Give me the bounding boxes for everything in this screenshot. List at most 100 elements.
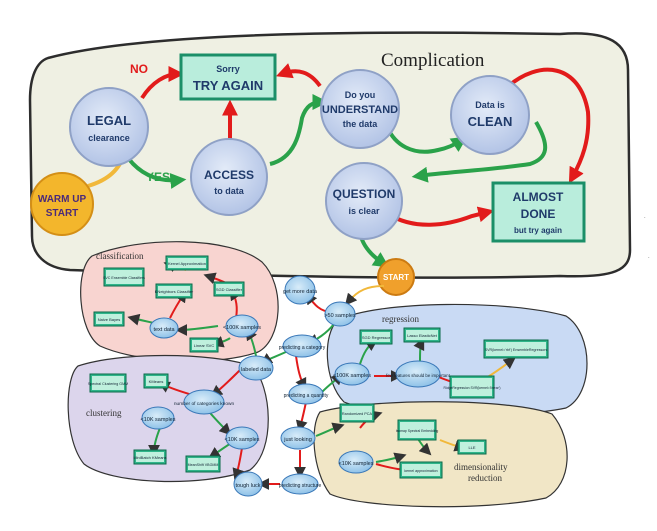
svg-text:Do you: Do you [345,90,376,100]
svg-text:predicting structure: predicting structure [279,483,322,489]
decision-predicting-category: predicting a category [279,334,326,358]
region-label-clustering: clustering [86,408,122,418]
estimator-randomized-pca: Randomized PCA [339,403,375,423]
svg-text:UNDERSTAND: UNDERSTAND [322,104,398,116]
estimator-isomap-spectral: Isomap Spectral Embedding [396,419,439,441]
estimator-linear-svc: Linear SVC [189,337,219,353]
svg-text:labeled data: labeled data [241,367,272,373]
estimator-kneighbors: KNeighbors Classifier [155,283,194,299]
decision-10k-samples-cluster-a: <10K samples [140,406,176,430]
svg-text:ACCESS: ACCESS [204,168,254,182]
svg-text:START: START [383,273,409,282]
region-dim-reduction [313,401,568,508]
svg-text:<100K samples: <100K samples [223,325,261,331]
svg-text:MeanShift VBGMM: MeanShift VBGMM [188,463,219,467]
panel-title: Complication [381,50,485,71]
svg-text:QUESTION: QUESTION [333,187,396,201]
decision-few-features: few features should be important [386,360,451,388]
decision-tough-luck: tough luck [233,471,263,497]
svg-text:MiniBatch KMeans: MiniBatch KMeans [133,455,166,460]
svg-text:Sorry: Sorry [216,64,240,74]
estimator-kmeans: KMeans [143,373,169,389]
arrow-access-to-understand [269,94,329,166]
svg-text:SVR(kernel='rbf') EnsembleRegr: SVR(kernel='rbf') EnsembleRegressors [485,348,548,352]
try-again-box: Sorry TRY AGAIN [179,53,277,101]
edge-label-no: NO [130,62,148,76]
decision-nodes: get more data >50 samples predicting a c… [140,275,451,497]
svg-text:KNeighbors Classifier: KNeighbors Classifier [155,289,194,294]
stray-mark: . [648,254,650,260]
question-clear-node: QUESTION is clear [325,162,403,240]
estimator-ridge-svr-linear: RidgeRegression SVR(kernel='linear') [444,375,500,399]
svg-text:predicting a quantity: predicting a quantity [284,393,329,399]
stray-mark: . [644,214,646,220]
svg-text:SGD Regressor: SGD Regressor [362,335,391,340]
svg-text:Linear SVC: Linear SVC [194,343,215,348]
access-to-data-node: ACCESS to data [190,138,268,216]
svg-text:>50 samples: >50 samples [324,313,356,319]
region-label-reduction: reduction [468,473,502,483]
warmup-start-node: WARM UP START [30,172,94,236]
almost-done-box: ALMOST DONE but try again [491,181,586,243]
arrow-clean-to-almostdone [504,67,591,184]
arrow-legal-no [140,66,185,100]
svg-text:to data: to data [214,186,244,196]
estimator-spectral-gmm: Spectral Clustering GMM [88,373,128,393]
arrow-legal-yes [126,156,187,189]
svg-text:DONE: DONE [521,207,556,221]
data-clean-node: Data is CLEAN [450,75,530,155]
estimator-naive-bayes: Naive Bayes [93,311,125,327]
svg-text:tough luck: tough luck [235,483,260,489]
svg-text:START: START [46,208,79,219]
svg-text:number of categories known: number of categories known [174,401,235,407]
understand-data-node: Do you UNDERSTAND the data [320,69,400,149]
svg-text:ALMOST: ALMOST [513,190,564,204]
region-regression [326,303,588,416]
decision-10k-samples-dim: <10K samples [338,450,374,474]
svg-text:few features should be importa: few features should be important [386,373,450,378]
svg-text:get more data: get more data [283,289,318,295]
legal-clearance-node: LEGAL clearance [69,87,149,167]
estimator-kernel-approx-dim: kernel approximation [399,461,443,479]
estimator-sgd-classifier: SGD Classifier [213,281,245,297]
estimator-meanshift-vbgmm: MeanShift VBGMM [185,455,221,473]
svg-text:TRY AGAIN: TRY AGAIN [193,78,263,93]
edge-label-yes: YES [146,170,170,184]
svg-text:the data: the data [343,119,379,129]
svg-text:CLEAN: CLEAN [468,114,513,129]
svg-text:Kernel Approximation: Kernel Approximation [168,261,206,266]
svg-text:Data is: Data is [475,100,505,110]
svg-text:SVC Ensemble Classifiers: SVC Ensemble Classifiers [103,276,145,280]
arrow-understand-to-clean [384,123,468,154]
estimator-sgd-regressor: SGD Regressor [359,329,393,345]
region-label-regression: regression [382,314,419,324]
svg-text:SGD Classifier: SGD Classifier [216,287,243,292]
svg-text:<10K samples: <10K samples [140,417,175,423]
decision-100k-samples-regr: <100K samples [333,362,371,386]
decision-labeled-data: labeled data [238,355,274,381]
arrow-clean-to-question [411,120,547,183]
decision-predicting-quantity: predicting a quantity [284,383,329,405]
svg-text:kernel approximation: kernel approximation [404,469,437,473]
svg-text:KMeans: KMeans [149,379,164,384]
svg-text:LEGAL: LEGAL [87,113,131,128]
svg-text:LLE: LLE [468,445,475,450]
svg-text:Isomap Spectral Embedding: Isomap Spectral Embedding [396,429,439,433]
svg-text:clearance: clearance [88,133,130,143]
decision-text-data: text data [149,317,179,339]
svg-text:<10K samples: <10K samples [224,437,259,443]
svg-text:predicting a category: predicting a category [279,345,326,351]
estimator-kernel-approx-class: Kernel Approximation [165,255,209,271]
estimator-boxes: SGD Classifier Kernel Approximation Line… [88,255,549,479]
decision-get-more-data: get more data [283,275,318,305]
decision-50-samples: >50 samples [324,301,356,327]
decision-predicting-structure: predicting structure [279,473,322,495]
svg-text:<10K samples: <10K samples [338,461,373,467]
svg-text:Naive Bayes: Naive Bayes [98,317,120,322]
decision-just-looking: just looking [280,426,316,450]
estimator-svr-rbf: SVR(kernel='rbf') EnsembleRegressors [483,339,549,359]
region-label-classification: classification [96,251,144,261]
decision-categories-known: number of categories known [174,389,235,415]
svg-text:Randomized PCA: Randomized PCA [342,412,373,416]
